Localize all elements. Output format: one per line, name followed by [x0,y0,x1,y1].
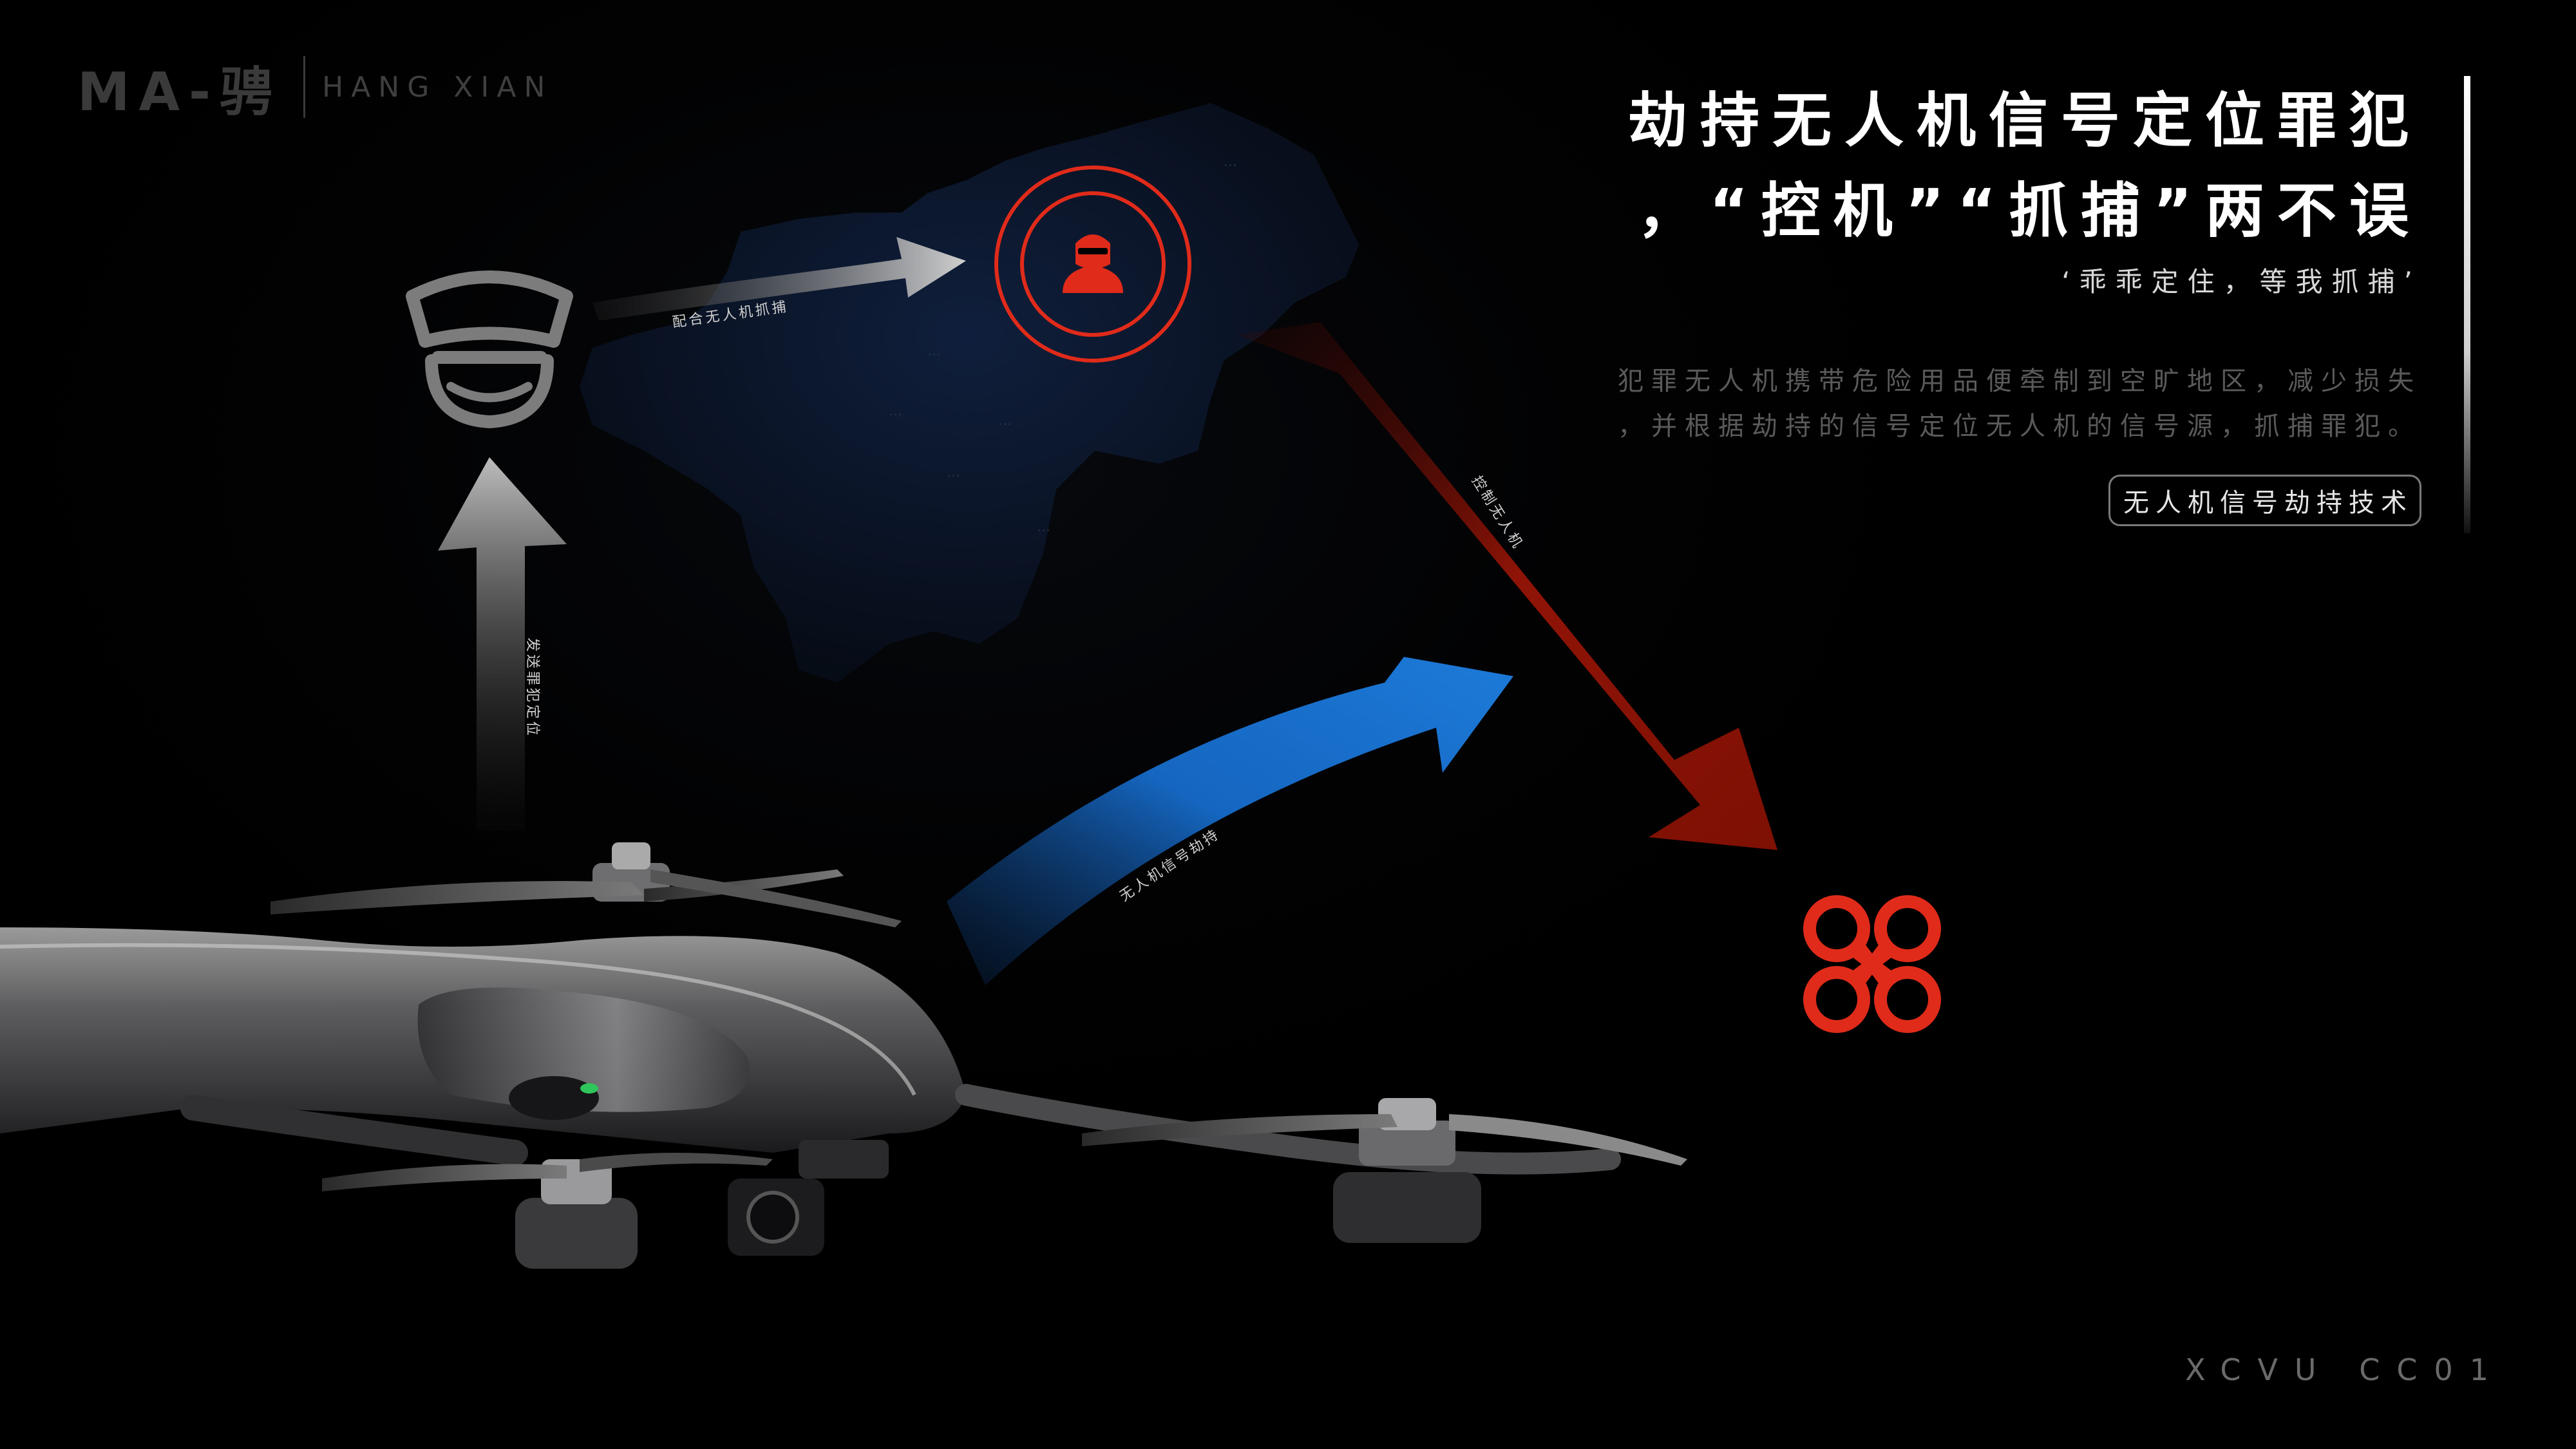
brand-logo: MA-骋 HANG XIAN [77,56,553,123]
footer-code: XCVU CC01 [2185,1352,2505,1387]
brand-main: MA-骋 [77,61,282,123]
arrow-signal-hijack [947,657,1513,985]
arrow-drone-to-police [438,457,567,831]
subtitle: ‘乖乖定住，等我抓捕’ [2061,266,2421,298]
description: 犯罪无人机携带危险用品便牵制到空旷地区，减少损失 ，并根据劫持的信号定位无人机的… [1618,359,2421,449]
criminal-target-icon [994,166,1191,363]
arrow-police-to-criminal [592,237,966,321]
drone-product-render [0,842,1687,1269]
arrow-control-drone [1236,322,1777,850]
title-block: 劫持无人机信号定位罪犯 ，“控机”“抓捕”两不误 ‘乖乖定住，等我抓捕’ 犯罪无… [1618,76,2421,526]
svg-text:...: ... [927,343,941,359]
title-line-2: ，“控机”“抓捕”两不误 [1637,176,2421,245]
title-line-1: 劫持无人机信号定位罪犯 [1627,86,2421,155]
region-map [580,103,1359,683]
brand-sub: HANG XIAN [322,70,553,104]
svg-text:...: ... [889,403,902,419]
svg-text:...: ... [998,413,1012,429]
svg-text:...: ... [1224,154,1237,170]
arrow-label-to-drone: 控制无人机 [1468,473,1526,553]
police-officer-icon [406,270,573,428]
accent-bar [2464,76,2470,533]
technology-tag: 无人机信号劫持技术 [2108,475,2421,526]
svg-text:...: ... [947,464,960,480]
arrow-label-to-police: 发送罪犯定位 [524,638,540,738]
drone-icon [1803,895,1941,1033]
svg-text:...: ... [1037,519,1050,535]
brand-divider [303,56,306,118]
description-line-2: ，并根据劫持的信号定位无人机的信号源，抓捕罪犯。 [1618,412,2421,441]
description-line-1: 犯罪无人机携带危险用品便牵制到空旷地区，减少损失 [1618,366,2421,396]
